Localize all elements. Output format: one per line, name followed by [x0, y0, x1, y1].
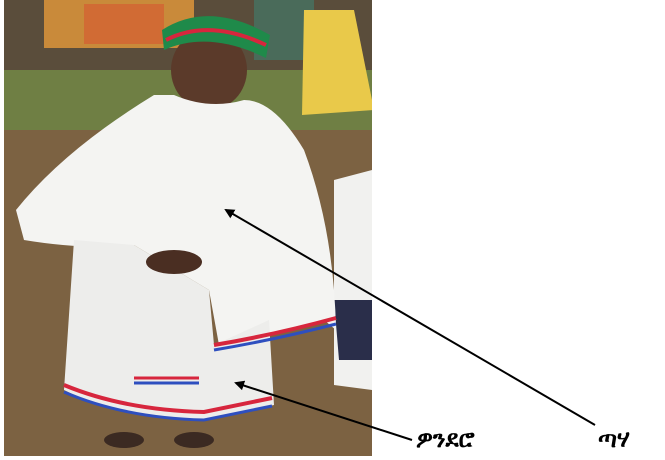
photograph	[4, 0, 372, 456]
headscarf-trim	[165, 28, 267, 47]
photo-scene	[4, 0, 372, 456]
headscarf	[162, 16, 270, 58]
dress-trim-red	[63, 383, 273, 415]
background-cloth	[84, 4, 164, 44]
right-foot	[174, 432, 214, 448]
left-foot	[104, 432, 144, 448]
background-person-yellow	[302, 10, 372, 115]
hands	[146, 250, 202, 274]
label-dress: ዎንደሮ	[416, 424, 475, 453]
dress-trim-blue	[63, 390, 273, 422]
woman-face	[171, 30, 247, 110]
dress	[64, 240, 274, 420]
label-shawl: ጣሃ	[598, 424, 630, 453]
background-person-right-skirt	[334, 300, 372, 360]
